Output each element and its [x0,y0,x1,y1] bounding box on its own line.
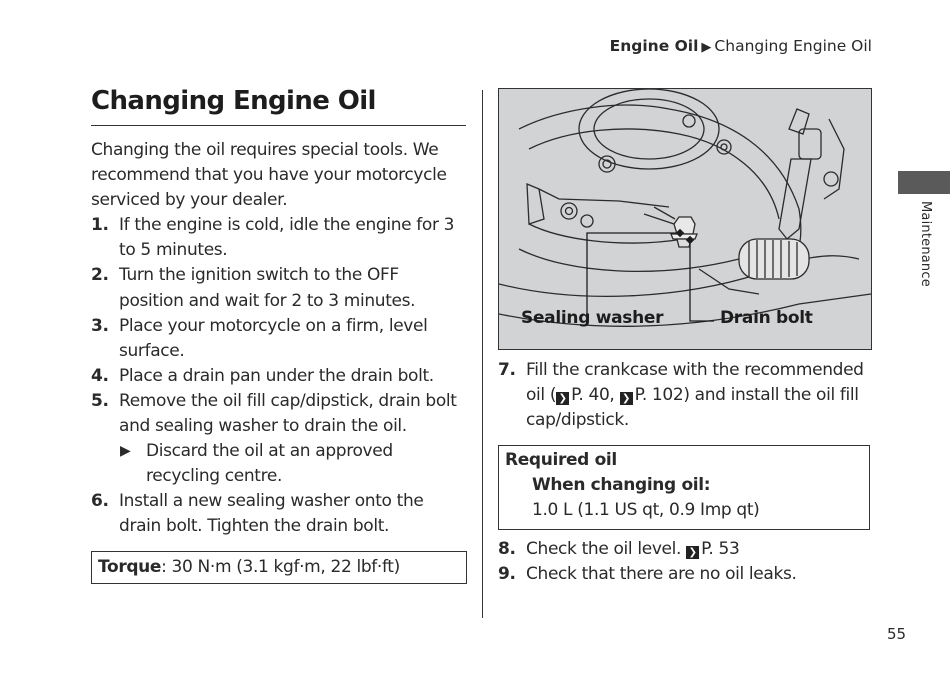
step-text: Place a drain pan under the drain bolt. [119,365,434,386]
step-number: 2. [91,265,109,286]
steps-list-left: 1. If the engine is cold, idle the engine… [91,213,466,539]
step-text: Remove the oil fill cap/dipstick, drain … [119,390,457,437]
step-number: 7. [498,360,516,380]
step-4: 4. Place a drain pan under the drain bolt… [91,364,466,389]
subnote-text: Discard the oil at an approved recycling… [146,441,393,487]
step-number: 5. [91,390,109,411]
step-number: 1. [91,215,109,236]
page-ref-icon: ❯ [619,392,633,406]
step-text: Install a new sealing washer onto the dr… [119,491,424,537]
step-6: 6. Install a new sealing washer onto the … [91,489,466,539]
step-8-ref[interactable]: P. 53 [701,539,740,559]
step-text: If the engine is cold, idle the engine f… [119,215,455,261]
step-number: 4. [91,365,109,386]
title-rule [91,125,466,126]
step-number: 8. [498,539,516,559]
torque-label: Torque [98,557,162,577]
torque-box: Torque: 30 N·m (3.1 kgf·m, 22 lbf·ft) [91,551,467,584]
subnote-arrow-icon: ▶ [120,443,131,460]
required-oil-value: 1.0 L (1.1 US qt, 0.9 Imp qt) [532,500,760,520]
step-7-text-b: ) and install the oil fill cap/dipstick. [526,385,859,431]
required-oil-heading: Required oil [505,450,617,470]
step-5-subnote: ▶ Discard the oil at an approved recyclin… [119,439,466,489]
required-oil-box: Required oil When changing oil: 1.0 L (1… [498,445,870,530]
step-9: 9. Check that there are no oil leaks. [498,562,870,587]
step-7-item: 7. Fill the crankcase with the recommende… [498,358,870,433]
step-7-ref-2[interactable]: P. 102 [634,385,684,406]
step-2: 2. Turn the ignition switch to the OFF po… [91,263,466,313]
drain-bolt-figure: Sealing washer Drain bolt [498,88,872,350]
step-number: 9. [498,564,516,585]
left-column: Changing the oil requires special tools.… [91,138,466,540]
steps-list-right-b: 8. Check the oil level. ❯P. 53 9. Check th… [498,537,870,587]
intro-paragraph: Changing the oil requires special tools.… [91,140,447,211]
step-number: 3. [91,315,109,336]
engine-illustration [499,89,871,327]
step-7-ref-1[interactable]: P. 40, [571,385,615,406]
drain-bolt-label: Drain bolt [720,308,813,328]
column-divider [482,90,483,618]
step-text: Turn the ignition switch to the OFF posi… [119,265,416,311]
torque-value: : 30 N·m (3.1 kgf·m, 22 lbf·ft) [161,557,400,577]
step-number: 6. [91,491,109,512]
step-8-text: Check the oil level. [526,539,682,559]
step-1: 1. If the engine is cold, idle the engine… [91,213,466,263]
page-number: 55 [887,625,907,643]
page-title: Changing Engine Oil [91,86,376,116]
breadcrumb-section: Engine Oil [609,37,699,55]
step-8: 8. Check the oil level. ❯P. 53 [498,537,870,562]
breadcrumb-arrow-icon: ▶ [701,40,712,55]
step-9-text: Check that there are no oil leaks. [526,564,797,585]
required-oil-subheading: When changing oil: [532,475,711,495]
step-5: 5. Remove the oil fill cap/dipstick, drai… [91,389,466,489]
step-7: 7. Fill the crankcase with the recommende… [498,358,870,433]
section-tab-label: Maintenance [918,201,933,287]
breadcrumb: Engine Oil▶Changing Engine Oil [610,37,872,55]
step-text: Place your motorcycle on a firm, level s… [119,315,428,361]
step-3: 3. Place your motorcycle on a firm, level… [91,314,466,364]
page-ref-icon: ❯ [556,392,570,406]
section-tab[interactable] [898,171,950,194]
steps-list-right-a: 7. Fill the crankcase with the recommende… [498,358,870,433]
breadcrumb-page: Changing Engine Oil [714,37,872,55]
sealing-washer-label: Sealing washer [521,308,664,328]
steps-8-9: 8. Check the oil level. ❯P. 53 9. Check th… [498,537,870,587]
page-ref-icon: ❯ [686,546,700,559]
step-7-text-a: Fill the crankcase with the recommended … [526,360,864,406]
